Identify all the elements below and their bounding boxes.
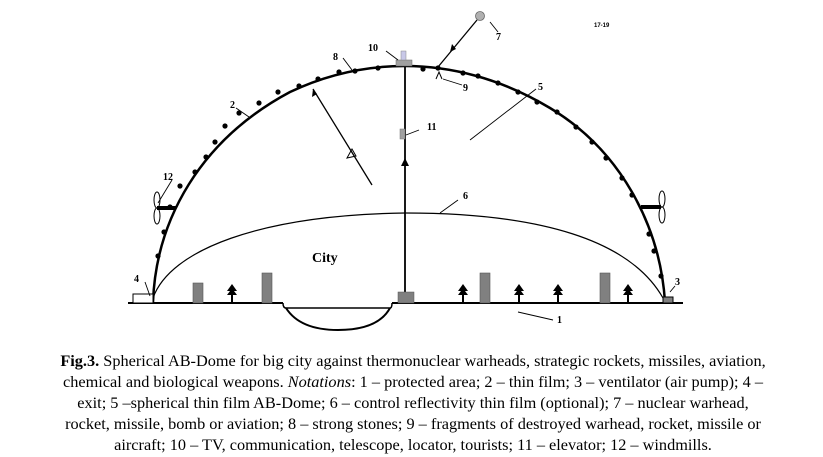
reflectivity-film (152, 212, 664, 299)
callout-4: 4 (134, 274, 139, 285)
callout-7: 7 (496, 32, 501, 43)
caption-line-5: aircraft; 10 – TV, communication, telesc… (114, 435, 712, 454)
top-station (395, 50, 413, 67)
callout-8: 8 (333, 52, 338, 63)
ventilator-box (662, 296, 674, 304)
ab-dome-diagram: 1 2 3 4 5 6 7 8 9 10 11 12 City 17-19 (128, 11, 683, 332)
stones (155, 65, 664, 279)
callout-3: 3 (675, 277, 680, 288)
callout-11: 11 (427, 122, 436, 133)
caption-line-4: rocket, missile, bomb or aviation; 8 – s… (65, 414, 761, 433)
ground (128, 302, 683, 332)
callout-12: 12 (163, 172, 173, 183)
caption-line-3: exit; 5 –spherical thin film AB-Dome; 6 … (77, 393, 749, 412)
notations-word: Notations (287, 372, 352, 391)
callout-10: 10 (368, 43, 378, 54)
callout-6: 6 (463, 191, 468, 202)
callout-2: 2 (230, 100, 235, 111)
fig-label: Fig.3. (60, 351, 100, 370)
figure-caption: Fig.3. Spherical AB-Dome for big city ag… (18, 350, 808, 455)
warhead (435, 11, 485, 80)
exit-box (132, 293, 154, 304)
city-label: City (312, 251, 338, 266)
leader-lines (144, 21, 676, 321)
caption-line-2a: chemical and biological weapons. (63, 372, 288, 391)
windmill-right (641, 190, 666, 224)
caption-line-1: Spherical AB-Dome for big city against t… (99, 351, 766, 370)
trees (227, 284, 633, 303)
elevator-shaft (397, 66, 415, 304)
callout-5: 5 (538, 82, 543, 93)
windmill-left (153, 191, 176, 225)
corner-tag: 17-19 (594, 23, 610, 29)
callout-9: 9 (463, 83, 468, 94)
callout-1: 1 (557, 315, 562, 326)
caption-line-2b: : 1 – protected area; 2 – thin film; 3 –… (351, 372, 763, 391)
interior-arrow (312, 88, 373, 186)
buildings (192, 272, 611, 304)
